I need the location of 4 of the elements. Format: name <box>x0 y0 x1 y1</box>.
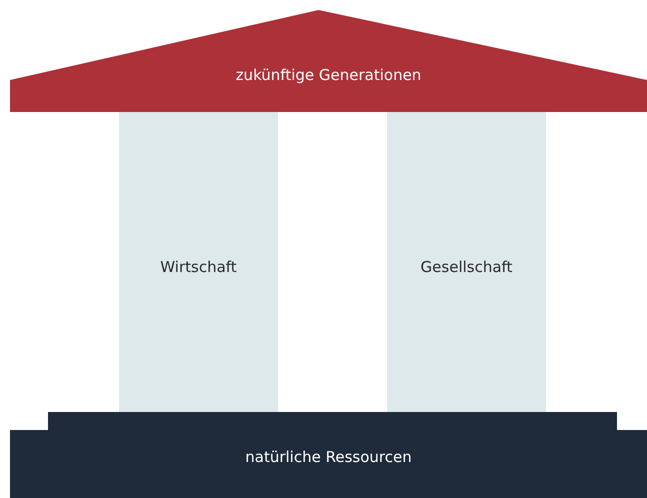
node-label: Wirtschaft <box>159 258 238 276</box>
node-label: zukünftige Generationen <box>234 66 422 84</box>
node-label: natürliche Ressourcen <box>244 448 413 466</box>
node-label: Gesellschaft <box>420 258 514 276</box>
